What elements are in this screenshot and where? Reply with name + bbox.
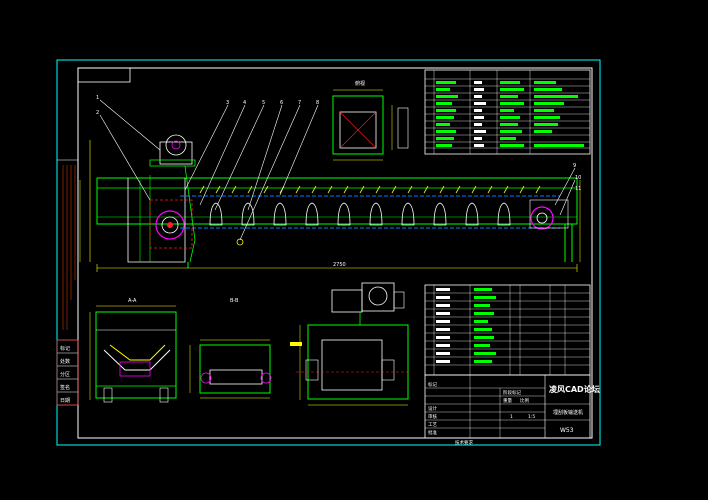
company-name: 凌风CAD论坛 bbox=[549, 384, 600, 394]
balloon-10: 10 bbox=[575, 175, 581, 181]
left-margin-notes: 标记 处数 分区 签名 日期 bbox=[56, 159, 79, 406]
balloon-3: 3 bbox=[226, 100, 229, 106]
balloon-11: 11 bbox=[575, 186, 581, 192]
section-b-label: B-B bbox=[230, 298, 239, 304]
total-length-dimension: 2750 bbox=[333, 262, 346, 268]
corner-label-box bbox=[77, 67, 131, 83]
drive-end-view bbox=[290, 282, 410, 406]
title-label-review: 审核 bbox=[428, 413, 437, 420]
technical-requirements: 技术要求 bbox=[455, 439, 473, 446]
drawing-name: 埋刮板输送机 bbox=[553, 409, 583, 416]
margin-label-4: 日期 bbox=[60, 398, 70, 404]
drawing-frame bbox=[77, 67, 593, 439]
margin-label-0: 标记 bbox=[60, 345, 70, 352]
title-label-process: 工艺 bbox=[428, 422, 437, 428]
balloon-7: 7 bbox=[298, 100, 301, 106]
top-view-label: 俯视 bbox=[355, 80, 365, 87]
title-label-stage: 阶段标记 bbox=[503, 389, 521, 396]
drawing-number: W53 bbox=[560, 427, 574, 434]
balloon-5: 5 bbox=[262, 100, 265, 106]
balloon-6: 6 bbox=[280, 100, 283, 106]
scale-value: 1:5 bbox=[528, 414, 535, 420]
parts-list-upper bbox=[424, 69, 591, 155]
section-a-label: A-A bbox=[128, 298, 137, 304]
sheet-border bbox=[56, 59, 601, 446]
balloon-9: 9 bbox=[573, 163, 576, 169]
margin-label-3: 签名 bbox=[60, 384, 70, 391]
title-label-weight: 重量 bbox=[503, 397, 512, 404]
balloon-8: 8 bbox=[316, 100, 319, 106]
margin-label-1: 处数 bbox=[60, 358, 70, 365]
title-label-design: 设计 bbox=[428, 405, 437, 412]
balloon-4: 4 bbox=[243, 100, 246, 106]
section-a-view: A-A bbox=[89, 298, 177, 403]
balloon-1: 1 bbox=[96, 95, 99, 101]
main-elevation-view: 2750 1 2 3 4 5 6 7 8 9 10 11 bbox=[79, 95, 581, 272]
title-label-standard: 标记 bbox=[428, 381, 437, 388]
title-label-approve: 批准 bbox=[428, 429, 437, 436]
section-b-view: B-B bbox=[189, 298, 272, 399]
title-label-scale: 比例 bbox=[520, 397, 529, 404]
sheet-count: 1 bbox=[510, 414, 513, 420]
balloon-2: 2 bbox=[96, 110, 99, 116]
title-block: 标记 设计 审核 工艺 批准 阶段标记 重量 比例 1:5 1 凌风CAD论坛 … bbox=[424, 374, 600, 439]
outlet-detail-view: 俯视 bbox=[332, 80, 409, 161]
margin-label-2: 分区 bbox=[60, 371, 70, 378]
parts-list-lower bbox=[424, 284, 591, 376]
